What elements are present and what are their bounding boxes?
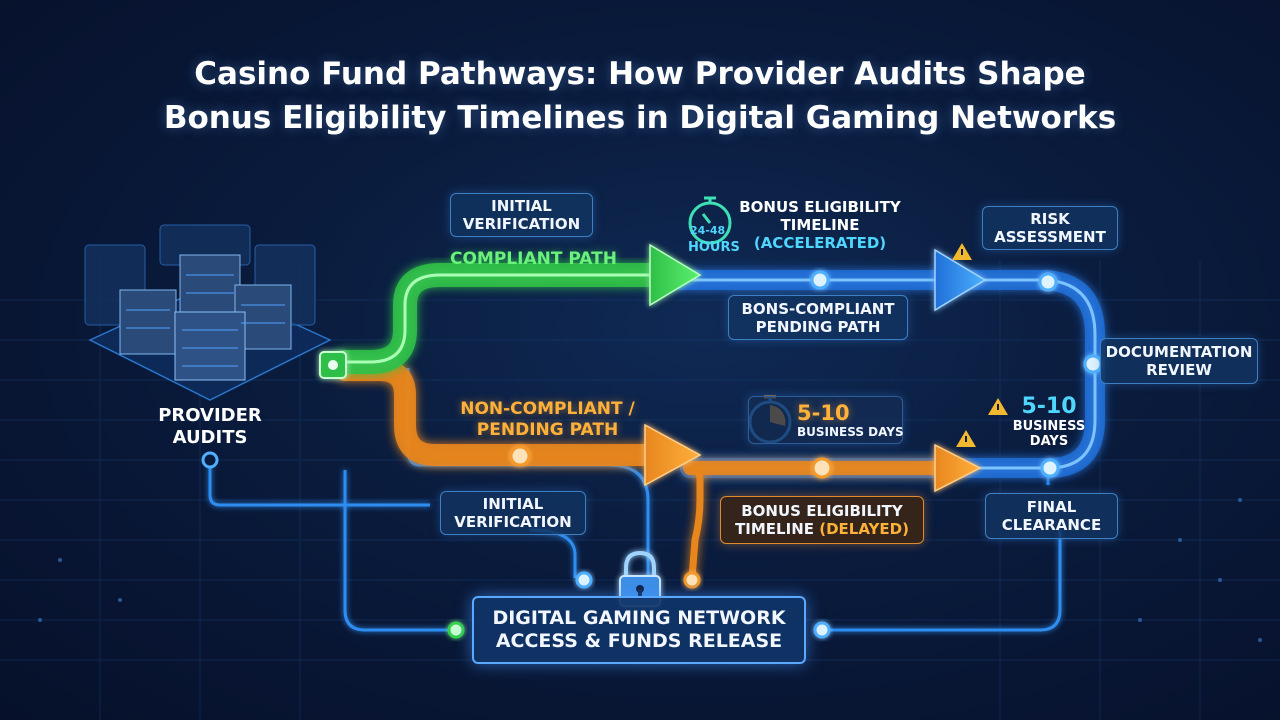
path-nodes [201, 270, 1103, 639]
node-pending-1 [509, 445, 531, 467]
compliant-path-label: COMPLIANT PATH [450, 249, 617, 269]
warning-icon [956, 430, 976, 447]
delayed-right-timeline: 5-10 BUSINESS DAYS [1012, 394, 1086, 450]
server-illustration [84, 224, 332, 401]
risk-assessment-box: RISK ASSESSMENT [982, 206, 1118, 250]
node-final [1040, 458, 1060, 478]
timer-hours-unit: HOURS [688, 240, 740, 255]
non-compliant-pending-box: BONS-COMPLIANT PENDING PATH [728, 295, 908, 340]
title-line-1: Casino Fund Pathways: How Provider Audit… [194, 56, 1086, 92]
accelerated-timeline-label: BONUS ELIGIBILITY TIMELINE (ACCELERATED) [739, 198, 901, 252]
node-release-left [447, 621, 465, 639]
provider-audits-label: PROVIDER AUDITS [158, 405, 262, 448]
initial-verification-bottom-box: INITIAL VERIFICATION [440, 491, 586, 535]
warning-icon [952, 243, 972, 260]
arrow-head-blue [934, 248, 987, 312]
stopwatch-icon [688, 196, 732, 245]
node-documentation [1083, 354, 1103, 374]
network-highway [670, 270, 1105, 478]
initial-verification-top-box: INITIAL VERIFICATION [450, 193, 593, 237]
warning-icon [988, 398, 1008, 415]
arrow-head-orange-2 [934, 443, 982, 493]
grid-dots [38, 498, 1262, 642]
title-line-2: Bonus Eligibility Timelines in Digital G… [163, 100, 1117, 136]
final-clearance-box: FINAL CLEARANCE [985, 493, 1118, 539]
bonus-delayed-box: BONUS ELIGIBILITY TIMELINE (DELAYED) [720, 496, 924, 544]
node-verify-bottom [575, 571, 593, 589]
node-compliant [810, 270, 830, 290]
compliant-path [333, 263, 667, 374]
documentation-review-box: DOCUMENTATION REVIEW [1100, 338, 1258, 384]
network-release-box: DIGITAL GAMING NETWORK ACCESS & FUNDS RE… [472, 596, 806, 664]
page-title: Casino Fund Pathways: How Provider Audit… [40, 52, 1240, 140]
arrow-head-orange-1 [644, 423, 702, 487]
timer-hours-value: 24-48 [690, 224, 726, 237]
node-source-bottom [201, 451, 219, 469]
node-risk [1038, 272, 1058, 292]
server-icon [119, 254, 292, 381]
non-compliant-path-label: NON-COMPLIANT / PENDING PATH [460, 399, 635, 440]
node-pending-2 [811, 457, 833, 479]
node-release-right [813, 621, 831, 639]
delayed-center-timeline: 5-10 BUSINESS DAYS [748, 396, 904, 444]
node-pending-bottom [683, 571, 701, 589]
arrow-head-green [649, 243, 702, 307]
